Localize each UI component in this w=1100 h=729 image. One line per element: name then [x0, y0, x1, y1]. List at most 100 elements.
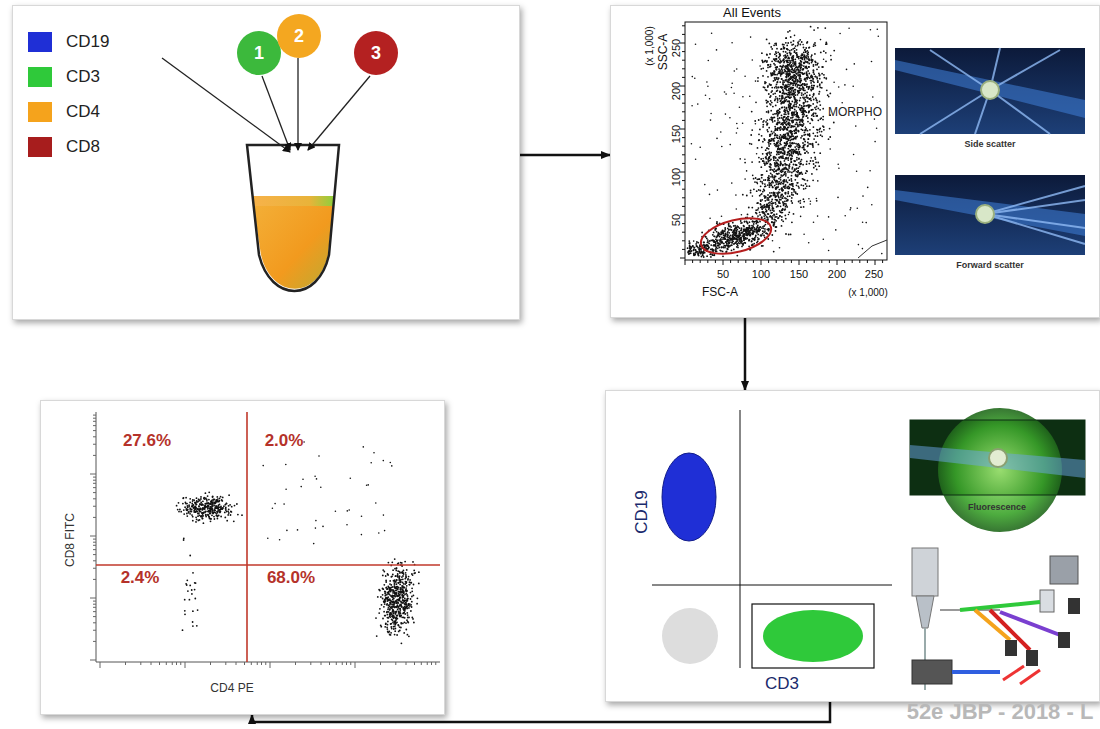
circle-shape: [779, 95, 781, 97]
circle-shape: [800, 67, 802, 69]
circle-shape: [791, 77, 793, 79]
circle-shape: [775, 134, 777, 136]
circle-shape: [769, 135, 771, 137]
circle-shape: [783, 137, 785, 139]
circle-shape: [758, 157, 760, 159]
line-shape: [680, 258, 685, 259]
circle-shape: [805, 115, 807, 117]
circle-shape: [796, 114, 798, 116]
path-shape: [247, 145, 339, 291]
circle-shape: [801, 107, 803, 109]
circle-shape: [791, 155, 793, 157]
circle-shape: [800, 161, 802, 163]
circle-shape: [820, 117, 822, 119]
circle-shape: [792, 76, 794, 78]
circle-shape: [809, 185, 811, 187]
circle-shape: [794, 109, 796, 111]
circle-shape: [785, 76, 787, 78]
circle-shape: [783, 120, 785, 122]
circle-shape: [783, 126, 785, 128]
circle-shape: [781, 107, 783, 109]
circle-shape: [787, 83, 789, 85]
circle-shape: [803, 146, 805, 148]
circle-shape: [792, 166, 794, 168]
circle-shape: [781, 194, 783, 196]
line-shape: [844, 260, 845, 263]
line-shape: [682, 34, 685, 35]
circle-shape: [799, 87, 801, 89]
circle-shape: [801, 94, 803, 96]
circle-shape: [769, 66, 771, 68]
circle-shape: [793, 213, 795, 215]
line-shape: [821, 260, 822, 263]
circle-shape: [775, 85, 777, 87]
circle-shape: [777, 118, 779, 120]
circle-shape: [782, 174, 784, 176]
circle-shape: [791, 168, 793, 170]
circle-shape: [744, 162, 746, 164]
circle-shape: [773, 193, 775, 195]
circle-shape: [794, 179, 796, 181]
circle-shape: [809, 134, 811, 136]
circle-shape: [773, 71, 775, 73]
circle-shape: [808, 58, 810, 60]
circle-shape: [793, 90, 795, 92]
rect-shape: [12, 5, 520, 320]
circle-shape: [797, 144, 799, 146]
circle-shape: [817, 108, 819, 110]
circle-shape: [778, 144, 780, 146]
circle-shape: [800, 60, 802, 62]
circle-shape: [766, 210, 768, 212]
circle-shape: [740, 239, 742, 241]
circle-shape: [810, 160, 812, 162]
circle-shape: [754, 120, 756, 122]
circle-shape: [765, 158, 767, 160]
circle-shape: [829, 136, 831, 138]
circle-shape: [764, 61, 766, 63]
circle-shape: [774, 126, 776, 128]
circle-shape: [751, 161, 753, 163]
circle-shape: [790, 61, 792, 63]
circle-shape: [821, 135, 823, 137]
circle-shape: [792, 120, 794, 122]
circle-shape: [796, 112, 798, 114]
circle-shape: [794, 74, 796, 76]
circle-shape: [819, 109, 821, 111]
circle-shape: [760, 200, 762, 202]
circle-shape: [794, 119, 796, 121]
circle-shape: [777, 183, 779, 185]
circle-shape: [787, 148, 789, 150]
circle-shape: [821, 82, 823, 84]
circle-shape: [780, 123, 782, 125]
circle-shape: [781, 219, 783, 221]
circle-shape: [798, 145, 800, 147]
circle-shape: [825, 43, 827, 45]
circle-shape: [784, 100, 786, 102]
circle-shape: [771, 117, 773, 119]
circle-shape: [793, 77, 795, 79]
circle-shape: [808, 66, 810, 68]
circle-shape: [749, 143, 751, 145]
circle-shape: [770, 84, 772, 86]
circle-shape: [808, 138, 810, 140]
circle-shape: [783, 51, 785, 53]
circle-shape: [783, 48, 785, 50]
circle-shape: [788, 211, 790, 213]
circle-shape: [807, 145, 809, 147]
circle-shape: [800, 67, 802, 69]
circle-shape: [760, 185, 762, 187]
circle-shape: [833, 122, 835, 124]
circle-shape: [780, 75, 782, 77]
circle-shape: [807, 180, 809, 182]
circle-shape: [778, 173, 780, 175]
circle-shape: [806, 96, 808, 98]
circle-shape: [819, 118, 821, 120]
circle-shape: [726, 251, 728, 253]
circle-shape: [786, 48, 788, 50]
circle-shape: [774, 165, 776, 167]
circle-shape: [799, 146, 801, 148]
circle-shape: [797, 84, 799, 86]
circle-shape: [797, 170, 799, 172]
circle-shape: [776, 150, 778, 152]
